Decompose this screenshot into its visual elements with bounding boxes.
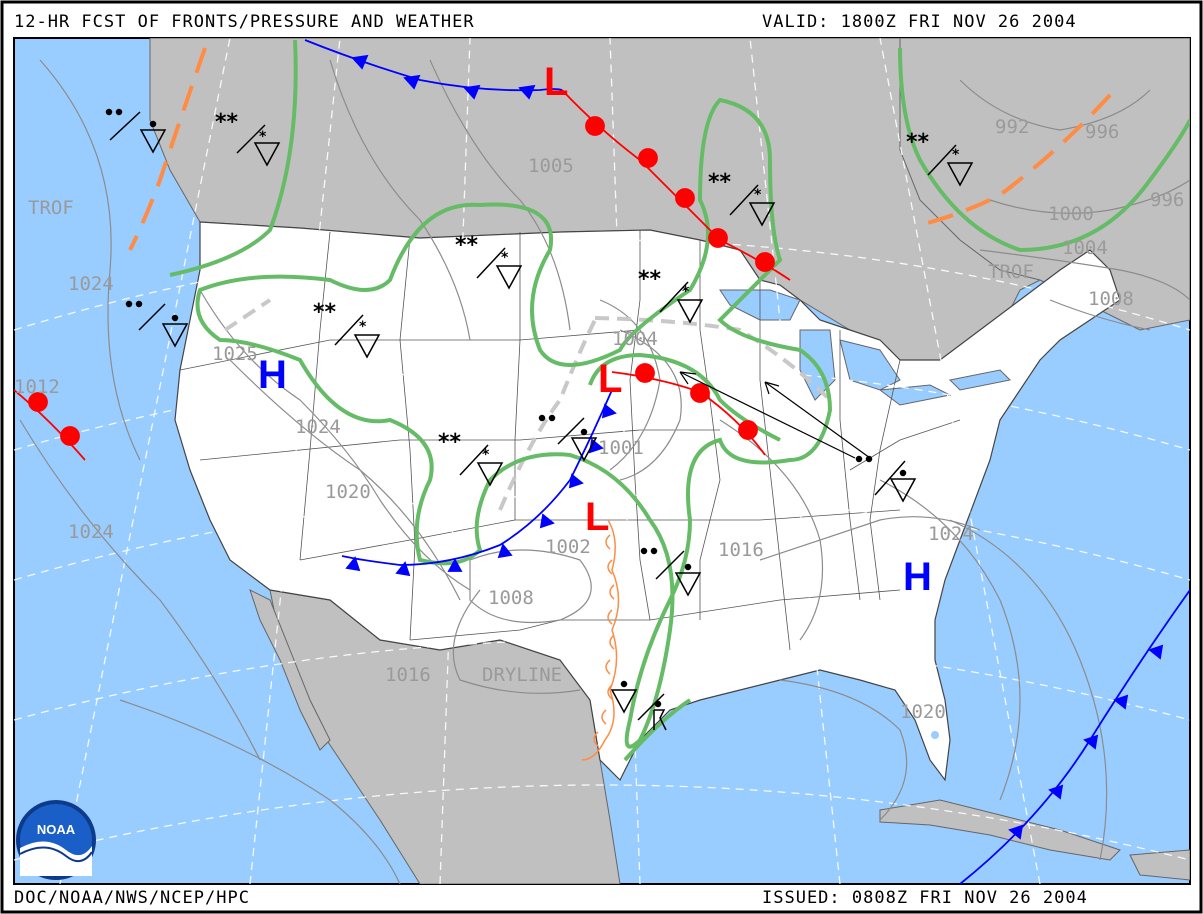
land-hispaniola [1129,849,1190,881]
weather-symbols: ** * ** * ** * ** * ** * [105,108,974,731]
isobar-label: 996 [1150,189,1184,211]
snow-shower-icon: ** * [215,110,281,167]
isobar-label: 1024 [68,273,114,295]
svg-text:**: ** [215,110,239,135]
issued-time: ISSUED: 0808Z FRI NOV 26 2004 [762,888,1088,908]
svg-text:*: * [359,319,367,335]
isobar-label: 1024 [68,521,114,543]
isobar-label: 1000 [1048,203,1094,225]
isobar-label: 1002 [545,536,591,558]
high-pressure-center: H [258,353,287,397]
land-baja [249,589,331,751]
trough-label: TROF [28,197,74,219]
svg-text:*: * [952,147,960,163]
isobar-label: 996 [1085,121,1119,143]
svg-text:*: * [482,447,490,463]
svg-text:**: ** [638,267,662,292]
isobar-label: 1024 [928,523,974,545]
snow-shower-icon: ** * [455,233,523,290]
source-label: DOC/NOAA/NWS/NCEP/HPC [14,888,250,908]
svg-text:**: ** [438,430,462,455]
valid-time: VALID: 1800Z FRI NOV 26 2004 [762,12,1077,32]
snow-shower-icon: ** * [638,267,704,324]
isobar-label: 1004 [1062,237,1108,259]
rain-shower-icon [610,680,665,721]
noaa-logo-icon: NOAA [16,800,96,880]
snow-shower-icon: ** * [708,170,776,227]
svg-text:**: ** [313,300,337,325]
dryline [581,519,620,761]
isobar-label: 1005 [528,155,574,177]
noaa-logo-text: NOAA [37,822,76,837]
dryline-label: DRYLINE [482,664,562,686]
low-pressure-center: L [585,495,609,539]
cold-fronts [304,39,1190,884]
troughs-orange [128,47,1112,251]
svg-text:**: ** [455,233,479,258]
warm-fronts [14,89,791,461]
trough-gray-3 [223,298,272,332]
land-cuba [879,799,1121,861]
svg-text:*: * [501,250,509,266]
rain-shower-icon [640,547,702,597]
storm-tracks [679,371,871,459]
isobar-label: 1016 [718,539,764,561]
dryline-scallops [593,534,615,747]
snow-shower-icon [105,108,167,154]
isobar-label: 1008 [488,587,534,609]
thunderstorm-icon [653,700,667,731]
isobar-label: 1025 [212,343,258,365]
isobar-label: 1001 [598,437,644,459]
high-pressure-center: H [903,555,932,599]
snow-shower-icon: ** * [313,300,381,359]
isobar-label: 1024 [295,416,341,438]
isobar-label: 1004 [612,328,658,350]
svg-text:*: * [682,284,690,300]
snow-shower-icon: ** * [906,130,974,187]
state-boundaries [179,230,961,651]
snow-shower-icon: ** * [438,430,504,487]
map-title: 12-HR FCST OF FRONTS/PRESSURE AND WEATHE… [14,12,475,32]
isobar-label: 1020 [325,481,371,503]
precip-areas [169,39,1190,762]
isobar-label: 1016 [385,664,431,686]
trough-label: TROF [988,261,1034,283]
isobar-label: 1008 [1088,288,1134,310]
svg-text:**: ** [708,170,732,195]
trough-gray-2 [498,319,597,511]
snow-shower-icon [125,300,189,348]
trough-gray [594,316,832,402]
low-pressure-center: L [598,357,622,401]
isobar-label: 1012 [14,376,60,398]
svg-text:*: * [259,129,267,145]
svg-text:**: ** [906,130,930,155]
isobars [19,59,1190,884]
rain-shower-icon [855,455,917,503]
isobar-label: 992 [995,116,1029,138]
land-quebec [899,38,1190,331]
low-pressure-center: L [544,60,568,104]
isobar-label: 1020 [900,701,946,723]
svg-text:*: * [754,187,762,203]
rain-shower-icon [538,414,598,462]
